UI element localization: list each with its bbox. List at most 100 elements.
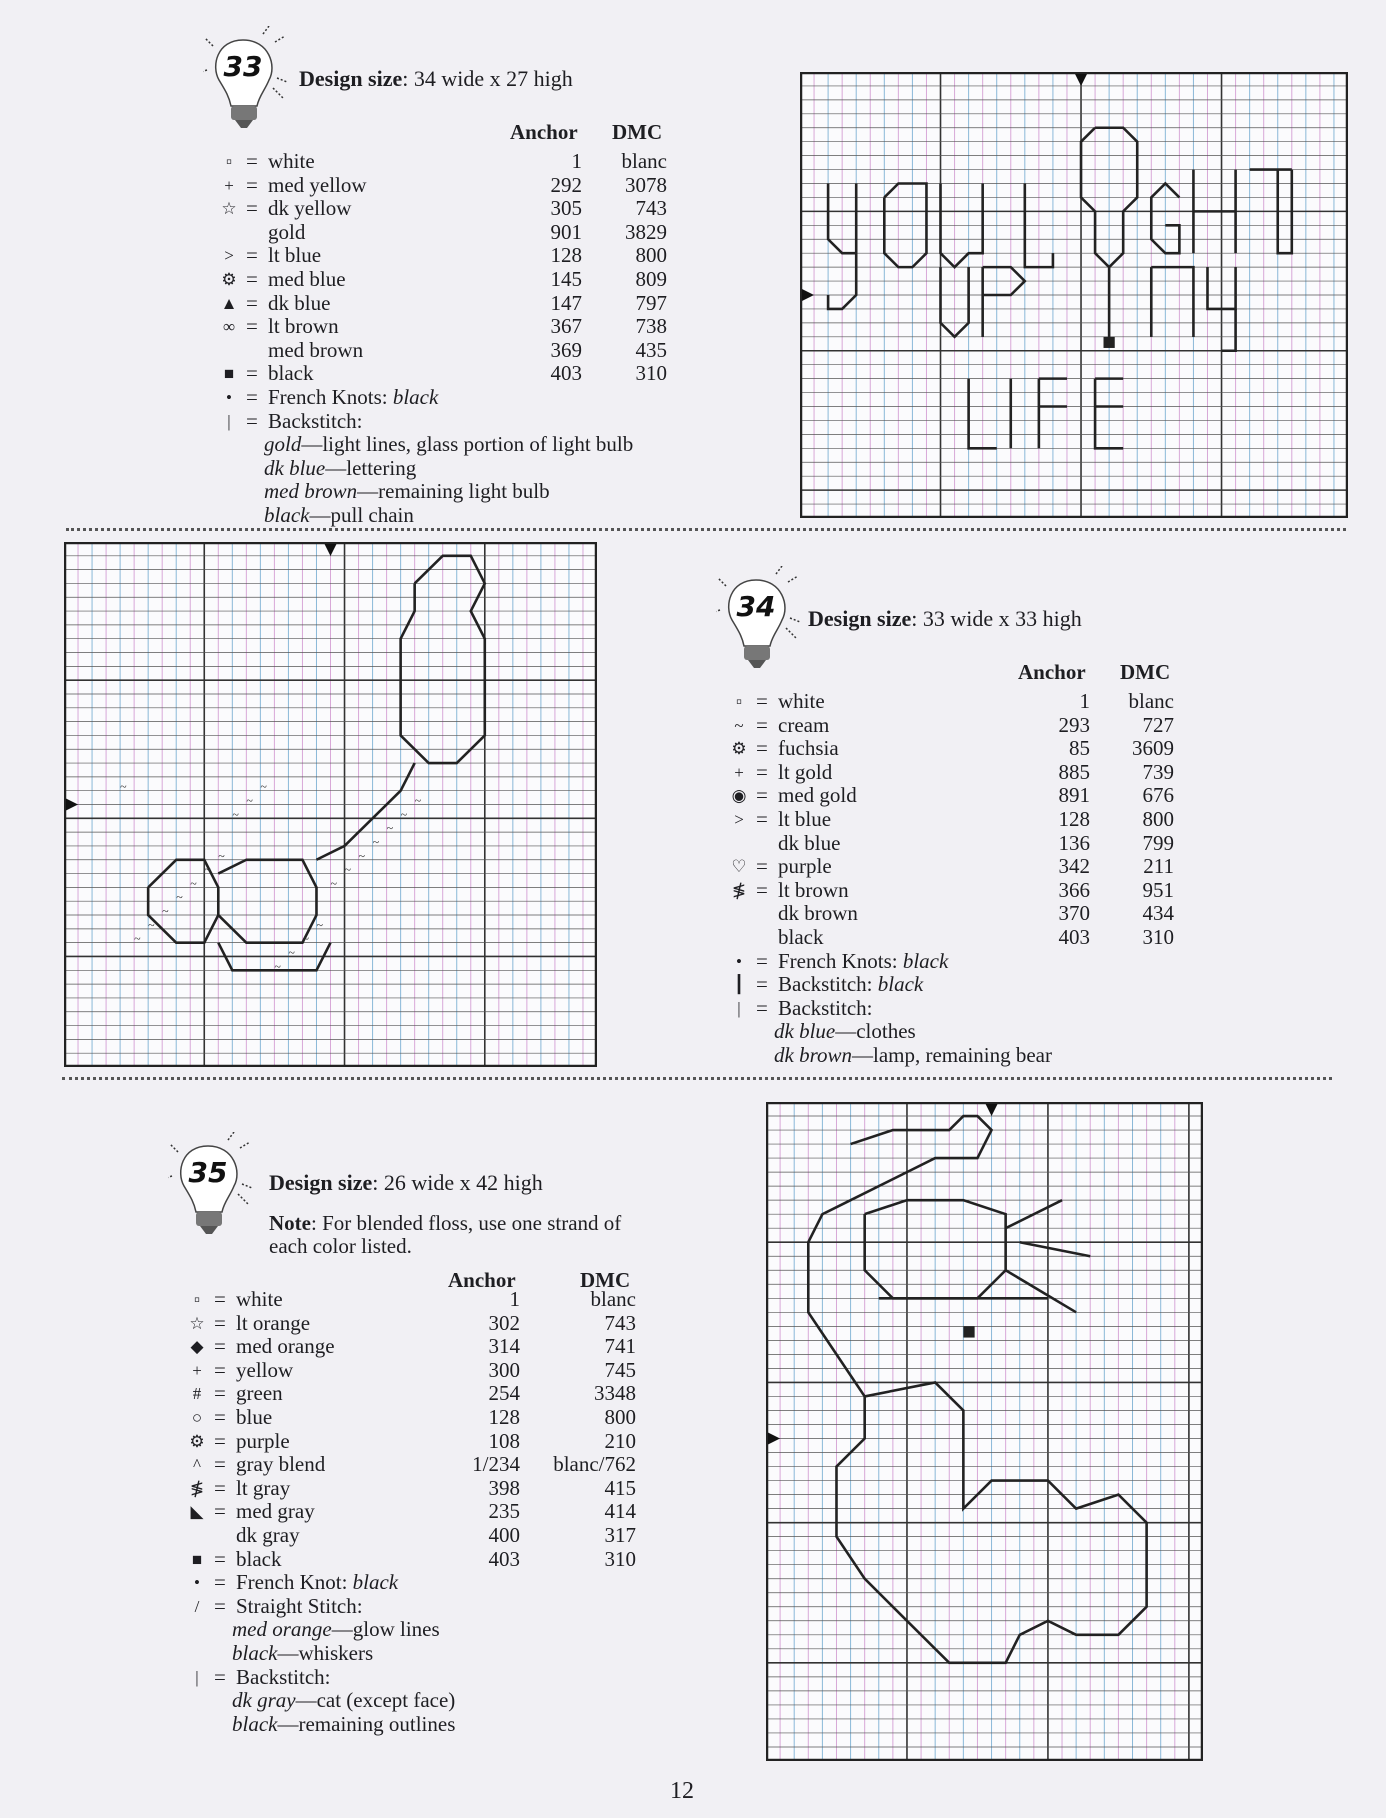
stitch-type: Backstitch: bbox=[268, 408, 363, 433]
note-color: med brown bbox=[264, 479, 358, 504]
stitch-type: Backstitch: bbox=[236, 1664, 331, 1689]
cream-stitch-symbol: ~ bbox=[148, 918, 155, 932]
note-color: black bbox=[264, 503, 310, 527]
note-usage: —lettering bbox=[325, 455, 417, 480]
cream-stitch-symbol: ~ bbox=[373, 835, 380, 849]
column-header-dmc: DMC bbox=[580, 1268, 631, 1292]
note-usage: —remaining light bulb bbox=[357, 479, 550, 504]
dmc-number: 799 bbox=[1142, 830, 1175, 855]
stitch-note: dk brown—lamp, remaining bear bbox=[774, 1043, 1052, 1068]
center-arrow-icon bbox=[66, 798, 78, 811]
equals-sign: = bbox=[214, 1664, 226, 1689]
divider-top bbox=[66, 528, 1346, 531]
dmc-number: 317 bbox=[604, 1523, 637, 1547]
equals-sign: = bbox=[246, 243, 258, 268]
design-size: Design size: 33 wide x 33 high bbox=[808, 606, 1082, 632]
cream-stitch-symbol: ~ bbox=[401, 807, 408, 821]
equals-sign: = bbox=[756, 854, 768, 879]
letter-e bbox=[1093, 378, 1124, 450]
note-color: dk blue bbox=[774, 1019, 836, 1044]
note-usage: —whiskers bbox=[277, 1641, 374, 1665]
anchor-number: 136 bbox=[1058, 830, 1091, 855]
equals-sign: = bbox=[756, 995, 768, 1020]
equals-sign: = bbox=[246, 314, 258, 339]
color-name: black bbox=[268, 361, 314, 386]
dmc-number: 3078 bbox=[625, 172, 667, 197]
equals-sign: = bbox=[246, 172, 258, 197]
lightbulb-number-icon: 35 bbox=[165, 1131, 254, 1234]
equals-sign: = bbox=[756, 948, 768, 973]
equals-sign: = bbox=[756, 783, 768, 808]
cream-stitch-symbol: ~ bbox=[316, 918, 323, 932]
stitch-color: black bbox=[352, 1570, 399, 1595]
stitch-type: French Knot: bbox=[236, 1570, 353, 1595]
stitch-note: black—remaining outlines bbox=[232, 1711, 456, 1737]
color-name: dk brown bbox=[778, 901, 858, 926]
stitch-note: dk gray—cat (except face) bbox=[232, 1688, 455, 1713]
letter-y bbox=[1206, 267, 1237, 311]
dmc-number: blanc bbox=[590, 1287, 636, 1311]
stitch-note: med orange—glow lines bbox=[232, 1618, 440, 1642]
anchor-number: 305 bbox=[550, 196, 583, 221]
filled-square-icon: ■ bbox=[191, 1549, 203, 1569]
anchor-number: 145 bbox=[550, 267, 583, 291]
anchor-number: 302 bbox=[488, 1310, 521, 1335]
equals-sign: = bbox=[214, 1428, 226, 1453]
color-name: white bbox=[778, 689, 825, 713]
dmc-number: 800 bbox=[1142, 807, 1175, 831]
dmc-number: 3829 bbox=[625, 219, 667, 244]
bear-head-body bbox=[399, 554, 487, 765]
equals-sign: = bbox=[246, 290, 258, 315]
plus-icon: + bbox=[224, 175, 234, 195]
color-name: purple bbox=[778, 854, 832, 879]
dmc-number: 414 bbox=[604, 1499, 637, 1524]
anchor-number: 128 bbox=[550, 243, 583, 268]
dmc-number: 745 bbox=[604, 1357, 637, 1382]
note-color: dk blue bbox=[264, 455, 326, 480]
stitch-note: gold—light lines, glass portion of light… bbox=[264, 432, 633, 457]
cream-stitch-symbol: ~ bbox=[218, 849, 225, 863]
stitch-type: French Knots: bbox=[778, 948, 903, 973]
column-header-anchor: Anchor bbox=[510, 120, 578, 144]
svg-text:35: 35 bbox=[189, 1156, 228, 1189]
anchor-number: 366 bbox=[1058, 877, 1091, 902]
letter-g bbox=[1149, 181, 1181, 255]
stitch-label: Backstitch: bbox=[236, 1664, 331, 1690]
stitch-label: French Knots: black bbox=[778, 948, 949, 974]
stitch-color: black bbox=[902, 948, 949, 973]
thick-backstitch-line-icon: ┃ bbox=[733, 975, 745, 995]
dmc-number: 435 bbox=[635, 337, 668, 362]
dmc-number: 310 bbox=[604, 1546, 637, 1571]
cream-stitch-symbol: ~ bbox=[387, 821, 394, 835]
flower-icon: ⚙ bbox=[189, 1431, 205, 1451]
design-size-label: Design size bbox=[299, 66, 403, 91]
color-name: gray blend bbox=[236, 1452, 326, 1477]
straight-stitch-icon: / bbox=[194, 1596, 200, 1616]
color-name: blue bbox=[236, 1405, 273, 1429]
anchor-number: 403 bbox=[488, 1546, 521, 1571]
anchor-number: 901 bbox=[550, 219, 583, 244]
anchor-number: 885 bbox=[1058, 759, 1091, 784]
center-arrow-icon bbox=[1075, 74, 1088, 86]
hash-icon: # bbox=[192, 1384, 202, 1404]
stitch-label: Backstitch: bbox=[778, 996, 872, 1021]
cream-stitch-symbol: ~ bbox=[260, 780, 267, 794]
dmc-number: 800 bbox=[604, 1405, 637, 1429]
stitch-note: black—pull chain bbox=[264, 503, 414, 528]
note-usage: —remaining outlines bbox=[277, 1711, 456, 1736]
chart-border bbox=[64, 542, 597, 1067]
equals-sign: = bbox=[214, 1405, 226, 1429]
color-name: lt gold bbox=[778, 759, 833, 784]
page-number: 12 bbox=[670, 1778, 694, 1804]
anchor-number: 369 bbox=[550, 337, 583, 362]
divider-bottom bbox=[62, 1077, 1332, 1080]
greater-than-icon: > bbox=[224, 246, 234, 266]
column-header-anchor: Anchor bbox=[448, 1268, 516, 1292]
equals-sign: = bbox=[214, 1570, 226, 1595]
